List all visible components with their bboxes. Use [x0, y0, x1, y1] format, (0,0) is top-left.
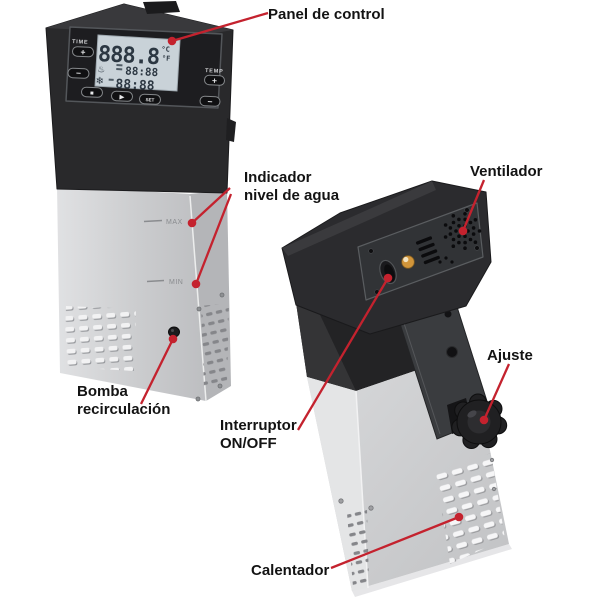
- fan-grille: [438, 212, 482, 264]
- fahrenheit-unit: °F: [162, 54, 171, 62]
- rear-body-screws: [338, 457, 497, 511]
- device-front-view: MAX MIN 888.8 °C °F ♨: [45, 1, 236, 402]
- arrow-fan: [461, 179, 486, 232]
- arrow-water-min: [194, 193, 233, 285]
- dot-panel-control: [167, 36, 177, 46]
- svg-text:+: +: [80, 47, 86, 57]
- arrow-adjust: [482, 363, 511, 421]
- max-mark: MAX: [166, 219, 183, 226]
- side-vent-grid: [201, 303, 229, 389]
- label-pump-2: recirculación: [77, 401, 170, 418]
- control-panel: 888.8 °C °F ♨ ❄ 88:88 88:88 TIME TEMP +: [65, 26, 226, 109]
- svg-text:▶: ▶: [118, 94, 124, 101]
- label-fan: Ventilador: [470, 163, 543, 180]
- label-panel-control: Panel de control: [268, 6, 385, 23]
- dot-switch: [383, 273, 393, 283]
- rear-vent-slats: [415, 236, 440, 265]
- set-button: SET: [139, 93, 161, 105]
- svg-text:+: +: [212, 75, 218, 85]
- label-pump-1: Bomba: [77, 383, 128, 400]
- label-heater: Calentador: [251, 562, 330, 579]
- indicator-light: [401, 255, 415, 269]
- cold-icon: ❄: [95, 76, 104, 87]
- callout-arrows: [139, 11, 511, 570]
- head-top-detail: [143, 1, 180, 14]
- body-shadow: [352, 544, 512, 597]
- svg-text:−: −: [207, 96, 213, 106]
- time-minus-button: −: [67, 67, 90, 79]
- time-plus-button: +: [72, 46, 95, 58]
- rear-head-top-edge: [282, 181, 436, 256]
- panel-buttons: + − + − ■: [67, 46, 226, 107]
- label-switch-1: Interruptor: [220, 417, 297, 434]
- lcd-display: [94, 34, 181, 92]
- svg-text:■: ■: [90, 91, 94, 97]
- arrow-panel-control: [171, 11, 269, 43]
- lcd-content: 888.8 °C °F ♨ ❄ 88:88 88:88: [95, 42, 171, 94]
- arrow-pump: [139, 338, 175, 405]
- stop-button: ■: [81, 86, 103, 98]
- arrow-heater: [330, 515, 460, 570]
- temp-minus-button: −: [199, 95, 221, 107]
- dot-fan: [458, 226, 468, 236]
- min-mark: MIN: [169, 279, 183, 286]
- dot-pump: [168, 334, 178, 344]
- dot-water-min: [191, 279, 201, 289]
- svg-text:−: −: [76, 68, 82, 78]
- dot-water-max: [187, 218, 197, 228]
- dot-adjust: [479, 415, 489, 425]
- lcd-temperature: 888.8: [97, 42, 159, 70]
- rear-body-upper-left-face: [295, 296, 356, 391]
- celsius-unit: °C: [161, 45, 170, 53]
- label-water-level-1: Indicador: [244, 169, 312, 186]
- heat-icon: ♨: [97, 64, 106, 74]
- head-side-clip: [226, 118, 236, 142]
- lcd-timer-small: 88:88: [125, 64, 159, 79]
- heater-vent-grid: [436, 453, 505, 564]
- water-level-marks: MAX MIN: [143, 219, 183, 286]
- dot-heater: [454, 512, 464, 522]
- label-switch-2: ON/OFF: [220, 435, 277, 452]
- label-adjust: Ajuste: [487, 347, 533, 364]
- play-button: ▶: [111, 90, 133, 102]
- arrow-switch: [297, 277, 389, 431]
- arrow-water-max: [191, 187, 231, 224]
- lcd-timer-large: 88:88: [115, 77, 155, 94]
- callout-labels: Panel de control Indicador nivel de agua…: [77, 6, 543, 579]
- svg-text:SET: SET: [145, 97, 154, 102]
- temp-plus-button: +: [204, 74, 226, 86]
- heater-side-vent-grid: [347, 509, 369, 587]
- temp-label: TEMP: [205, 68, 224, 75]
- time-label: TIME: [72, 39, 89, 46]
- label-water-level-2: nivel de agua: [244, 187, 340, 204]
- body-screws: [195, 292, 225, 402]
- callout-dots: [167, 36, 489, 522]
- front-vent-grid: [64, 306, 136, 371]
